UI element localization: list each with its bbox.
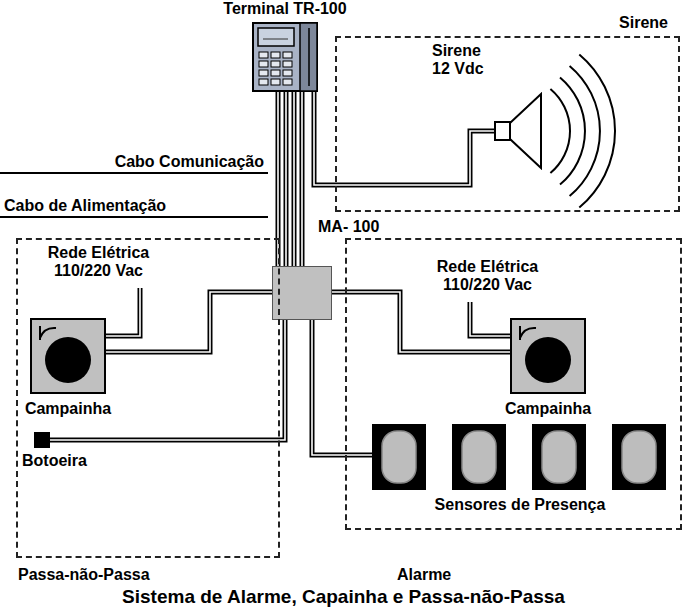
region-box: Passa-não-PassaCampainhaBotoeira xyxy=(16,238,280,558)
cable-outer xyxy=(284,92,289,266)
region-box: SireneSirene 12 Vdc xyxy=(335,36,680,212)
cable-inner xyxy=(293,92,295,266)
presence-sensors: Sensores de Presença xyxy=(372,424,668,490)
siren-speaker: Sirene 12 Vdc xyxy=(494,92,544,170)
cable xyxy=(332,292,510,352)
cable-label: Cabo Comunicação xyxy=(100,153,264,171)
button-icon xyxy=(34,432,50,448)
cable xyxy=(106,292,272,352)
node-label: Terminal TR-100 xyxy=(223,0,346,18)
cable-outer xyxy=(300,92,305,266)
cable-outer xyxy=(106,292,272,352)
node-label: MA- 100 xyxy=(318,218,379,236)
cable xyxy=(312,320,372,455)
node-label: Botoeira xyxy=(22,452,87,470)
cable-inner xyxy=(332,292,510,352)
bell: Campainha xyxy=(30,318,106,394)
ma-icon xyxy=(272,266,332,320)
sound-wave xyxy=(560,77,585,184)
junction-box: MA- 100 xyxy=(272,266,332,320)
cable-outer xyxy=(312,320,372,455)
sound-wave xyxy=(579,54,615,207)
speaker-icon xyxy=(494,92,544,170)
node-label: Sirene xyxy=(619,14,668,32)
sound-wave xyxy=(570,66,600,196)
cable-inner xyxy=(301,92,303,266)
cable xyxy=(314,92,494,185)
cable-inner xyxy=(312,320,372,455)
leader-lines xyxy=(0,173,268,217)
power-wire xyxy=(106,288,140,336)
cable-inner xyxy=(285,92,287,266)
sensors-icon xyxy=(372,424,668,490)
power-label: Rede Elétrica 110/220 Vac xyxy=(425,258,550,294)
power-wire-inner xyxy=(470,302,510,336)
node-label: Sensores de Presença xyxy=(435,496,606,514)
cable-label: Cabo de Alimentação xyxy=(4,197,244,215)
cable-outer xyxy=(332,292,510,352)
power-wire xyxy=(470,302,510,336)
cable-outer xyxy=(314,92,494,185)
bell-icon xyxy=(30,318,106,394)
terminal-icon xyxy=(252,22,318,92)
cable xyxy=(278,92,302,266)
node-label: Passa-não-Passa xyxy=(18,566,150,584)
node-label: Campainha xyxy=(25,400,111,418)
sound-wave xyxy=(550,89,570,173)
cable-inner xyxy=(314,92,494,185)
cable-outer xyxy=(292,92,297,266)
push-button: Botoeira xyxy=(34,432,50,448)
bell: Campainha xyxy=(510,318,586,394)
cable-inner xyxy=(106,292,272,352)
sound-waves xyxy=(550,54,615,207)
bell-icon xyxy=(510,318,586,394)
terminal-device: Terminal TR-100 xyxy=(252,22,318,92)
leader-line xyxy=(0,216,268,218)
power-label: Rede Elétrica 110/220 Vac xyxy=(36,244,161,280)
leader-line xyxy=(0,172,268,174)
power-wire-inner xyxy=(106,288,140,336)
node-label: Alarme xyxy=(397,566,451,584)
node-label: Campainha xyxy=(505,400,591,418)
node-label: Sirene 12 Vdc xyxy=(432,42,496,78)
caption: Sistema de Alarme, Capainha e Passa-não-… xyxy=(0,586,687,608)
